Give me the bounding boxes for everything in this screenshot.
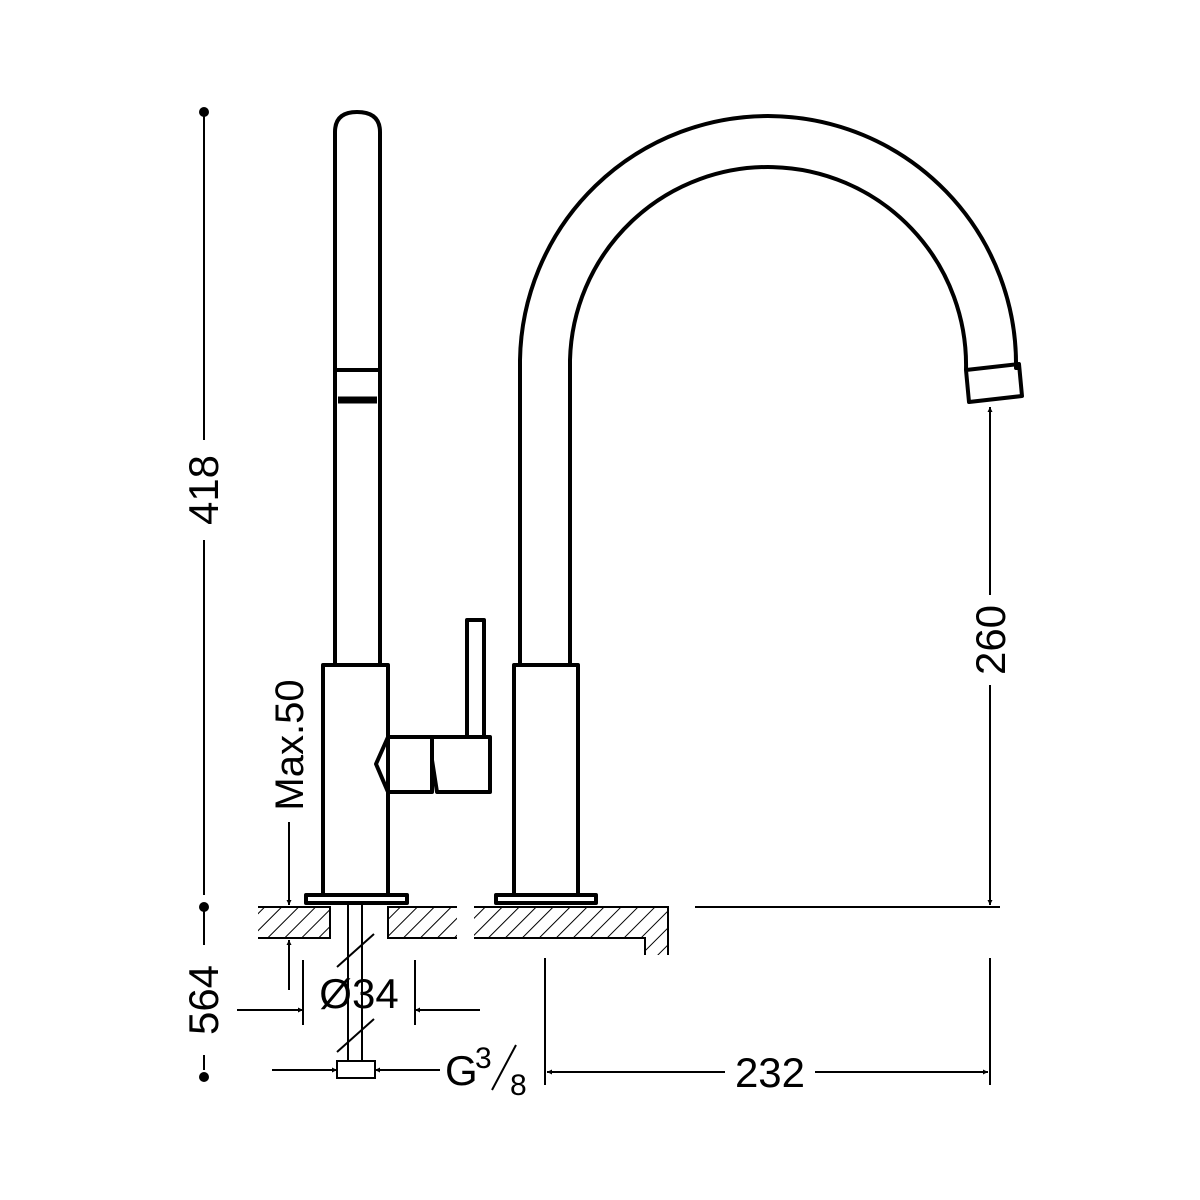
thread-numerator: 3 [475,1042,492,1075]
reach-232-label: 232 [735,1049,805,1096]
height-564-label: 564 [180,965,227,1035]
overall-height-dimension: 418 564 [180,107,227,1082]
height-418-label: 418 [180,455,227,525]
thread-g-label: G [445,1047,478,1094]
hole-diameter-dimension: Ø34 [237,960,480,1025]
aerator-tip [964,362,1024,404]
lever-handle [465,618,486,739]
faucet-side-view [304,110,492,905]
thread-dimension: G 3 8 [272,1042,527,1102]
max-50-label: Max.50 [268,679,312,810]
spout-reach-dimension: 232 [544,958,991,1096]
thread-denominator: 8 [510,1069,527,1102]
clearance-260-label: 260 [967,605,1014,675]
max-counter-thickness-dimension: Max.50 [268,679,312,990]
spout-clearance-dimension: 260 [967,407,1014,905]
thread-fitting [336,1060,376,1079]
faucet-front-view [494,114,1024,905]
countertop-section [258,906,1000,955]
diameter-34-label: Ø34 [319,970,398,1017]
